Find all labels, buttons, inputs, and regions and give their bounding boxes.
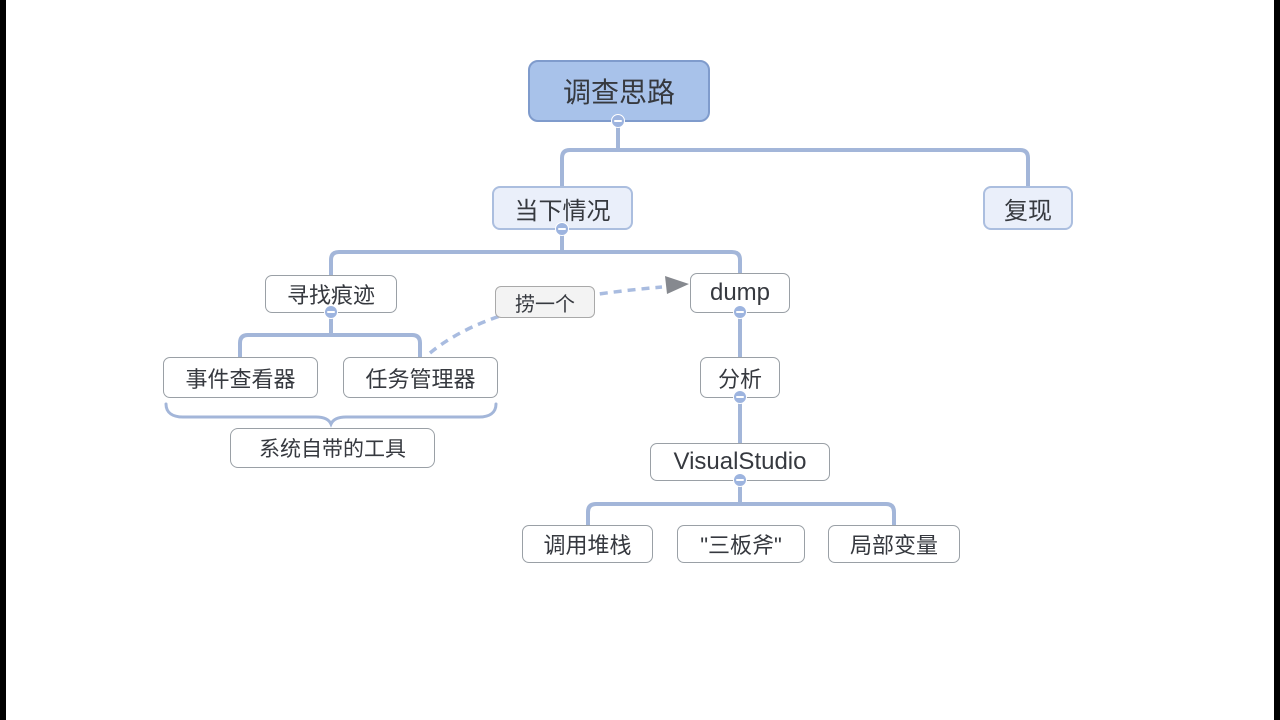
node-call-stack[interactable]: 调用堆栈 [522,525,653,563]
letterbox-right-bar [1274,0,1280,720]
collapse-handle-current-situation[interactable] [555,222,569,236]
node-event-viewer[interactable]: 事件查看器 [163,357,318,398]
summary-node-system-tools[interactable]: 系统自带的工具 [230,428,435,468]
connector-current-children [329,230,742,276]
node-root[interactable]: 调查思路 [528,60,710,122]
collapse-handle-analyze[interactable] [733,390,747,404]
collapse-handle-visual-studio[interactable] [733,473,747,487]
letterbox-left-bar [0,0,6,720]
connector-vs-children [586,481,896,526]
collapse-handle-dump[interactable] [733,305,747,319]
node-reproduce[interactable]: 复现 [983,186,1073,230]
collapse-handle-root[interactable] [611,114,625,128]
relationship-label[interactable]: 捞一个 [495,286,595,318]
node-local-variables[interactable]: 局部变量 [828,525,960,563]
node-dump[interactable]: dump [690,273,790,313]
summary-brace [164,402,498,428]
collapse-handle-find-traces[interactable] [324,305,338,319]
node-three-axes[interactable]: "三板斧" [677,525,805,563]
connector-find-children [238,313,422,358]
node-task-manager[interactable]: 任务管理器 [343,357,498,398]
arrowhead-icon [665,276,689,294]
connector-root-children [560,122,1030,186]
